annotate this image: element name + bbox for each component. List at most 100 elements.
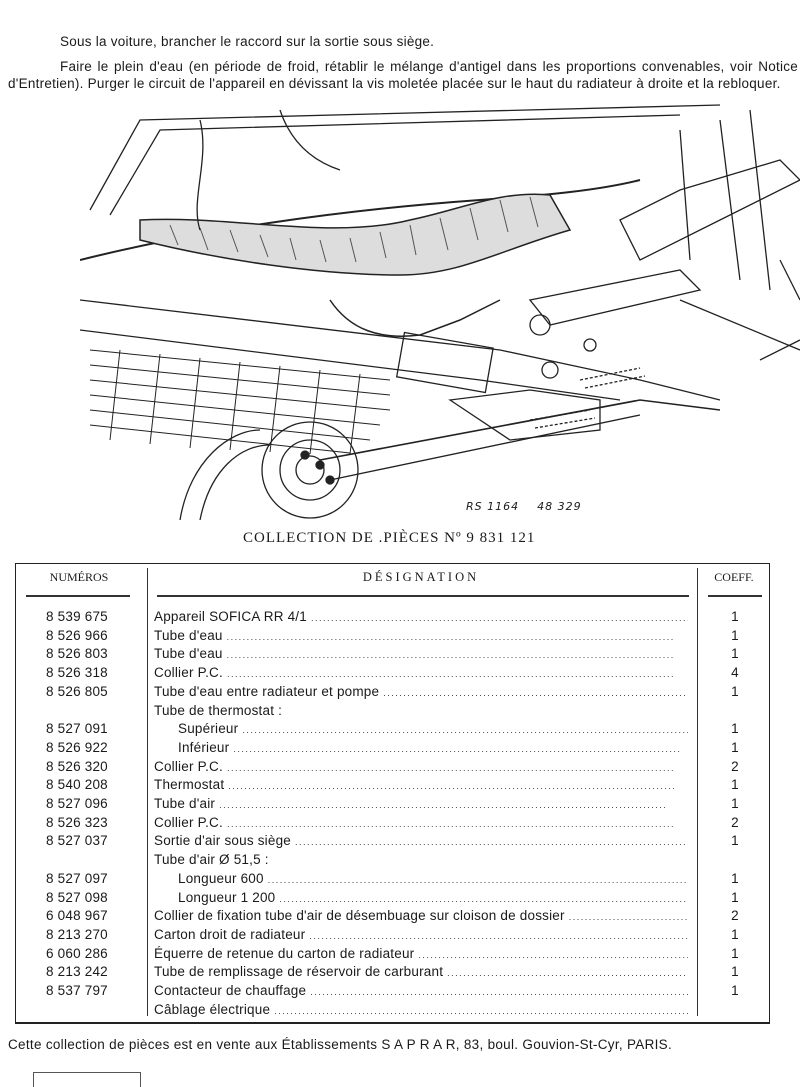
dot-leader — [311, 608, 688, 627]
part-designation-cell: Tube d'eau — [154, 627, 688, 646]
dot-leader — [228, 776, 688, 795]
part-designation-cell: Tube de remplissage de réservoir de carb… — [154, 963, 688, 982]
part-coeff: 2 — [731, 814, 739, 830]
part-coeff: 1 — [731, 627, 739, 643]
part-coeff: 1 — [731, 964, 739, 980]
part-coeff: 2 — [731, 908, 739, 924]
dot-leader — [447, 963, 688, 982]
footer-note: Cette collection de pièces est en vente … — [8, 1037, 673, 1052]
header-underline — [708, 595, 762, 597]
table-row: 8 527 096 Tube d'air 1 — [16, 795, 769, 813]
part-designation-cell: Thermostat — [154, 776, 688, 795]
part-designation-cell: Sortie d'air sous siège — [154, 832, 688, 851]
part-coeff: 1 — [731, 777, 739, 793]
part-designation: Longueur 600 — [178, 870, 264, 886]
intro-paragraph-2: Faire le plein d'eau (en période de froi… — [8, 58, 798, 91]
column-divider — [697, 568, 698, 1016]
part-designation-cell: Longueur 600 — [178, 870, 688, 889]
part-designation: Câblage électrique — [154, 1001, 271, 1017]
underbody-illustration — [80, 104, 800, 520]
part-number: 8 213 270 — [46, 926, 108, 942]
part-number: 8 527 097 — [46, 870, 108, 886]
part-coeff: 1 — [731, 889, 739, 905]
part-designation: Tube d'air — [154, 796, 216, 811]
stamp-box — [33, 1072, 141, 1087]
part-designation-cell: Longueur 1 200 — [178, 889, 688, 908]
dot-leader — [227, 664, 688, 683]
dot-leader — [418, 945, 688, 964]
part-designation: Tube d'eau — [154, 646, 223, 662]
table-row: 8 213 270 Carton droit de radiateur 1 — [16, 926, 769, 944]
part-designation-cell: Tube de thermostat : — [154, 702, 688, 720]
part-number: 8 527 091 — [46, 721, 108, 737]
dot-leader — [295, 832, 688, 851]
part-coeff: 1 — [731, 833, 739, 849]
part-number: 8 526 323 — [46, 814, 108, 830]
table-row: Tube de thermostat : — [16, 702, 769, 720]
part-designation: Tube de thermostat : — [154, 702, 283, 718]
part-designation-cell: Tube d'air — [154, 795, 688, 814]
part-number: 6 060 286 — [46, 945, 108, 961]
part-number: 8 527 098 — [46, 889, 108, 905]
part-designation-cell: Tube d'air Ø 51,5 : — [154, 851, 688, 869]
figure-ref-2: 48 329 — [537, 500, 582, 513]
part-coeff: 1 — [731, 796, 739, 811]
part-number: 6 048 967 — [46, 908, 108, 924]
table-row: Câblage électrique — [16, 1001, 769, 1019]
part-number: 8 539 675 — [46, 609, 108, 624]
part-number: 8 526 922 — [46, 739, 108, 755]
table-row: 8 526 323 Collier P.C. 2 — [16, 814, 769, 832]
part-designation: Supérieur — [178, 721, 239, 737]
part-designation: Tube d'eau entre radiateur et pompe — [154, 683, 380, 699]
part-designation-cell: Tube d'eau entre radiateur et pompe — [154, 683, 688, 702]
part-designation: Collier P.C. — [154, 814, 223, 830]
table-row: 8 527 097 Longueur 600 1 — [16, 870, 769, 888]
part-designation: Longueur 1 200 — [178, 889, 276, 905]
dot-leader — [227, 814, 688, 833]
part-designation: Appareil SOFICA RR 4/1 — [154, 609, 307, 624]
part-number: 8 213 242 — [46, 964, 108, 980]
dot-leader — [227, 645, 688, 664]
header-designation: DÉSIGNATION — [362, 570, 480, 584]
part-designation-cell: Collier P.C. — [154, 758, 688, 777]
dot-leader — [279, 889, 688, 908]
part-designation: Contacteur de chauffage — [154, 983, 307, 998]
dot-leader — [569, 907, 688, 926]
part-coeff: 1 — [731, 870, 739, 886]
part-designation-cell: Tube d'eau — [154, 645, 688, 664]
dot-leader — [310, 982, 688, 1001]
dot-leader — [383, 683, 688, 702]
part-designation: Collier P.C. — [154, 758, 223, 774]
part-designation: Tube de remplissage de réservoir de carb… — [154, 964, 444, 980]
header-underline — [157, 595, 689, 597]
dot-leader — [219, 795, 688, 814]
part-designation-cell: Carton droit de radiateur — [154, 926, 688, 945]
dot-leader — [309, 926, 688, 945]
part-designation: Équerre de retenue du carton de radiateu… — [154, 945, 415, 961]
part-coeff: 1 — [731, 926, 739, 942]
part-number: 8 526 803 — [46, 646, 108, 662]
part-number: 8 537 797 — [46, 983, 108, 998]
part-designation: Tube d'eau — [154, 627, 223, 643]
part-coeff: 2 — [731, 758, 739, 774]
part-designation: Collier P.C. — [154, 665, 223, 681]
header-coeff: COEFF. — [714, 570, 754, 584]
part-number: 8 527 096 — [46, 796, 108, 811]
part-designation-cell: Équerre de retenue du carton de radiateu… — [154, 945, 688, 964]
part-designation-cell: Collier P.C. — [154, 814, 688, 833]
header-underline — [26, 595, 130, 597]
part-coeff: 1 — [731, 983, 739, 998]
table-row: 8 527 091 Supérieur 1 — [16, 720, 769, 738]
table-row: 8 537 797 Contacteur de chauffage 1 — [16, 982, 769, 1000]
part-number: 8 526 805 — [46, 683, 108, 699]
part-coeff: 1 — [731, 721, 739, 737]
intro-paragraph-1: Sous la voiture, brancher le raccord sur… — [60, 33, 435, 49]
part-designation: Inférieur — [178, 739, 230, 755]
dot-leader — [274, 1001, 688, 1020]
